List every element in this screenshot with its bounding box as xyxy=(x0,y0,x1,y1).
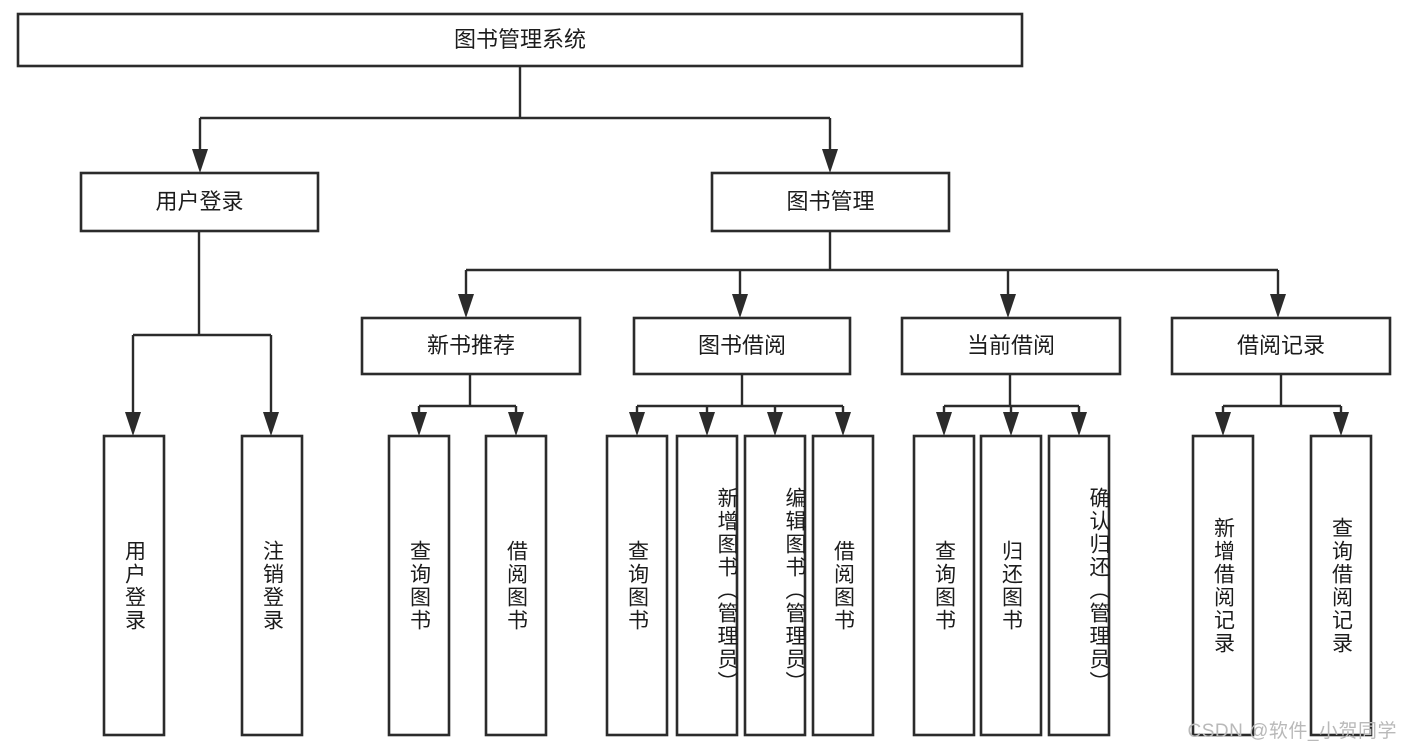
arrowhead-user-login xyxy=(192,149,208,173)
node-book-borrow[interactable]: 图书借阅 xyxy=(632,316,852,376)
leaf-return-book-label: 归还图书 xyxy=(999,539,1023,632)
csdn-watermark: CSDN @软件_小贺同学 xyxy=(1187,721,1397,742)
arrowhead-leaf-confirm-return xyxy=(1071,412,1087,436)
node-borrow-record-rect[interactable] xyxy=(1170,316,1392,376)
node-book-manage-rect[interactable] xyxy=(710,171,951,233)
node-new-book-rec[interactable]: 新书推荐 xyxy=(360,316,582,376)
node-new-book-rec-label: 新书推荐 xyxy=(427,333,515,358)
arrowhead-leaf-query-book-1 xyxy=(411,412,427,436)
arrowhead-leaf-edit-book xyxy=(767,412,783,436)
node-user-login[interactable]: 用户登录 xyxy=(79,171,320,233)
leaf-query-book-2-label: 查询图书 xyxy=(625,539,649,632)
arrowhead-leaf-query-record xyxy=(1333,412,1349,436)
arrowhead-leaf-user-logout xyxy=(263,412,279,436)
leaf-query-record-label: 查询借阅记录 xyxy=(1329,516,1353,655)
leaf-user-login-rect[interactable] xyxy=(102,434,166,737)
node-book-borrow-label: 图书借阅 xyxy=(698,333,786,358)
arrowhead-book-borrow xyxy=(732,294,748,318)
node-current-borrow-rect[interactable] xyxy=(900,316,1122,376)
leaf-query-book-1-label: 查询图书 xyxy=(407,539,431,632)
leaf-borrow-book-2-label: 借阅图书 xyxy=(831,539,855,632)
leaf-add-book-label: 新增图书（管理员） xyxy=(715,487,738,694)
node-book-manage[interactable]: 图书管理 xyxy=(710,171,951,233)
arrowhead-leaf-query-book-2 xyxy=(629,412,645,436)
arrowhead-leaf-add-book xyxy=(699,412,715,436)
arrowhead-current-borrow xyxy=(1000,294,1016,318)
node-root-label: 图书管理系统 xyxy=(454,27,586,52)
node-current-borrow[interactable]: 当前借阅 xyxy=(900,316,1122,376)
arrowhead-leaf-user-login xyxy=(125,412,141,436)
node-borrow-record[interactable]: 借阅记录 xyxy=(1170,316,1392,376)
node-user-login-label: 用户登录 xyxy=(155,189,243,214)
arrowhead-leaf-return-book xyxy=(1003,412,1019,436)
leaf-query-book-2-rect[interactable] xyxy=(605,434,669,737)
connector-group xyxy=(125,66,1349,436)
leaf-add-book-rect[interactable] xyxy=(675,434,739,737)
leaf-query-book-3-label: 查询图书 xyxy=(932,539,956,632)
arrowhead-leaf-add-record xyxy=(1215,412,1231,436)
leaf-query-record-rect[interactable] xyxy=(1309,434,1373,737)
leaf-user-logout-label: 注销登录 xyxy=(260,539,284,632)
node-book-manage-label: 图书管理 xyxy=(786,189,874,214)
leaf-borrow-book-2-rect[interactable] xyxy=(811,434,875,737)
arrowhead-leaf-borrow-book-1 xyxy=(508,412,524,436)
node-borrow-record-label: 借阅记录 xyxy=(1237,333,1325,358)
leaf-borrow-book-1-rect[interactable] xyxy=(484,434,548,737)
node-book-borrow-rect[interactable] xyxy=(632,316,852,376)
node-root-rect[interactable] xyxy=(16,12,1024,68)
leaf-return-book-rect[interactable] xyxy=(979,434,1043,737)
leaf-edit-book-rect[interactable] xyxy=(743,434,807,737)
leaf-borrow-book-1-label: 借阅图书 xyxy=(504,539,528,632)
arrowhead-leaf-query-book-3 xyxy=(936,412,952,436)
leaf-add-record-rect[interactable] xyxy=(1191,434,1255,737)
leaf-edit-book-label: 编辑图书（管理员） xyxy=(783,487,806,694)
leaf-confirm-return-label: 确认归还（管理员） xyxy=(1087,487,1110,694)
node-user-login-rect[interactable] xyxy=(79,171,320,233)
arrowhead-book-manage xyxy=(822,149,838,173)
arrowhead-new-book-rec xyxy=(458,294,474,318)
leaf-query-book-3-rect[interactable] xyxy=(912,434,976,737)
leaf-query-book-1-rect[interactable] xyxy=(387,434,451,737)
leaf-confirm-return-rect[interactable] xyxy=(1047,434,1111,737)
leaf-add-record-label: 新增借阅记录 xyxy=(1211,516,1235,655)
node-current-borrow-label: 当前借阅 xyxy=(967,333,1055,358)
arrowhead-borrow-record xyxy=(1270,294,1286,318)
leaf-box-group xyxy=(102,434,1373,737)
arrowhead-leaf-borrow-book-2 xyxy=(835,412,851,436)
node-root[interactable]: 图书管理系统 xyxy=(16,12,1024,68)
leaf-user-logout-rect[interactable] xyxy=(240,434,304,737)
leaf-user-login-label: 用户登录 xyxy=(122,539,146,632)
node-new-book-rec-rect[interactable] xyxy=(360,316,582,376)
